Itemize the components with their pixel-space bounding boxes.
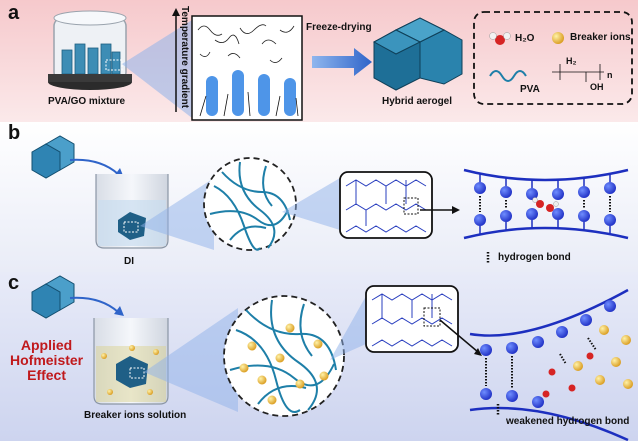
pva-label: PVA (520, 84, 540, 95)
legend-box (473, 11, 633, 105)
pva-go-mixture-label: PVA/GO mixture (48, 96, 126, 107)
breaker-ions-label: Breaker ions (570, 32, 631, 43)
freeze-drying-arrow (312, 48, 372, 76)
hydrogen-bond-label: hydrogen bond (498, 252, 571, 263)
panel-label-a: a (8, 2, 20, 24)
zoom-beam-b2 (282, 178, 340, 230)
zoom-beam-c1 (144, 308, 238, 412)
chain-diagram-c (469, 288, 633, 441)
zoom-arrow-c (439, 319, 479, 353)
breaker-ions-solution-label: Breaker ions solution (84, 410, 187, 421)
beaker-b (95, 174, 169, 249)
zoom-beam-c2 (330, 296, 366, 360)
pva-h2-label: H₂ (566, 56, 577, 66)
zoom-beam-b1 (140, 178, 214, 250)
fiber-circle-c (223, 295, 345, 417)
network-box-c (365, 285, 459, 353)
panel-label-b: b (8, 122, 21, 144)
hofmeister-effect-label: Applied Hofmeister Effect (10, 337, 84, 383)
fiber-circle-b (203, 157, 297, 251)
pva-go-jar (48, 10, 132, 90)
network-box-b (339, 171, 433, 239)
freezing-box (191, 15, 303, 121)
water-molecule-icon (489, 32, 511, 45)
breaker-ion-icon (552, 32, 564, 44)
aerogel-cube-b (31, 135, 75, 179)
di-label: DI (124, 256, 134, 267)
drop-arrow-c (69, 296, 119, 313)
pva-structure (552, 64, 604, 82)
drop-arrow-b (69, 158, 119, 175)
zoom-beam-a (122, 20, 192, 118)
pva-n-label: n (607, 70, 613, 80)
pva-oh-label: OH (590, 82, 604, 92)
temperature-gradient-label: Temperature gradient (179, 6, 190, 109)
weakened-hydrogen-bond-label: weakened hydrogen bond (506, 416, 630, 427)
water-cluster-b (532, 197, 559, 212)
hybrid-aerogel-label: Hybrid aerogel (382, 96, 453, 107)
pva-chain-icon (489, 70, 527, 82)
aerogel-cube-c (31, 275, 75, 319)
freeze-drying-label: Freeze-drying (306, 22, 372, 33)
panel-label-c: c (8, 272, 20, 294)
chain-diagram-b (463, 168, 629, 240)
beaker-c (93, 318, 169, 405)
water-label: H₂O (515, 33, 535, 44)
hybrid-aerogel (372, 17, 463, 91)
